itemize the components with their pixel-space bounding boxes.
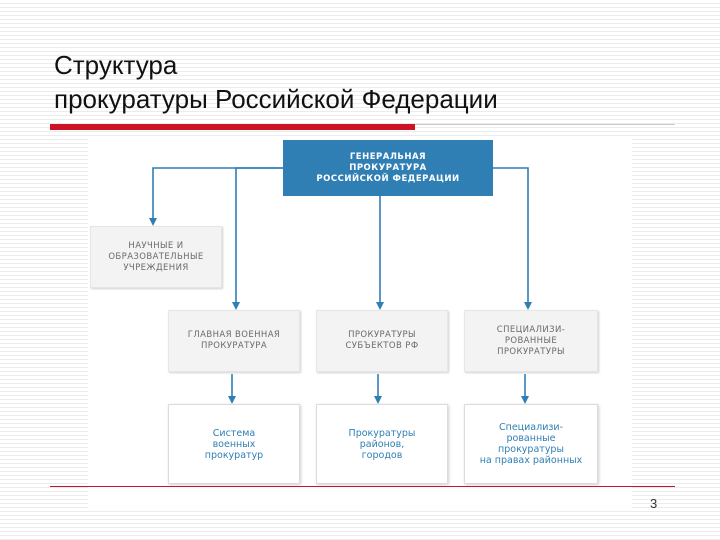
node-specialized-prosecutors: СПЕЦИАЛИЗИ- РОВАННЫЕ ПРОКУРАТУРЫ bbox=[464, 310, 598, 372]
connector-root-to-specialized bbox=[493, 167, 532, 310]
node-specialized-district-prosecutors: Специализи- рованные прокуратуры на прав… bbox=[464, 404, 598, 484]
node-district-city-prosecutors: Прокуратуры районов, городов bbox=[316, 404, 448, 484]
node-scientific-educational-institutions: НАУЧНЫЕ И ОБРАЗОВАТЕЛЬНЫЕ УЧРЕЖДЕНИЯ bbox=[90, 226, 222, 288]
page-number: 3 bbox=[650, 496, 658, 511]
node-military-prosecutor-system: Система военных прокуратур bbox=[168, 404, 300, 484]
footer-rule bbox=[50, 486, 675, 487]
slide-title: Структура прокуратуры Российской Федерац… bbox=[54, 50, 498, 114]
node-subject-prosecutors: ПРОКУРАТУРЫ СУБЪЕКТОВ РФ bbox=[316, 310, 448, 372]
node-main-military-prosecutor: ГЛАВНАЯ ВОЕННАЯ ПРОКУРАТУРА bbox=[168, 310, 300, 372]
connector-lines bbox=[149, 167, 532, 404]
node-prosecutor-general-office: ГЕНЕРАЛЬНАЯ ПРОКУРАТУРА РОССИЙСКОЙ ФЕДЕР… bbox=[283, 140, 493, 196]
org-chart-diagram: ГЕНЕРАЛЬНАЯ ПРОКУРАТУРА РОССИЙСКОЙ ФЕДЕР… bbox=[88, 138, 632, 510]
connector-root-to-side-unit bbox=[149, 167, 283, 226]
title-underline-gray bbox=[415, 124, 675, 125]
title-underline-red bbox=[50, 124, 415, 130]
connector-root-to-military bbox=[232, 167, 283, 310]
